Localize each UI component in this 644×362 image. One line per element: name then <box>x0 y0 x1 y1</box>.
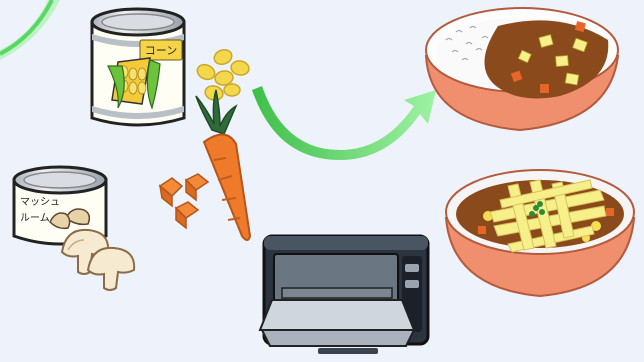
canned-corn-icon: コーン <box>90 7 186 127</box>
corn-kernels-icon <box>196 48 250 101</box>
carrot-icon <box>195 89 252 241</box>
mushroom-can-label-line2: ルーム <box>20 212 50 224</box>
canned-mushroom-icon: マッシュ ルーム <box>12 165 108 246</box>
toaster-oven-icon <box>258 234 430 354</box>
diced-carrot-icon <box>158 173 210 230</box>
sliced-mushroom-icon <box>60 228 136 291</box>
curved-arrow-icon <box>252 86 436 160</box>
baked-curry-icon <box>444 169 636 298</box>
decorative-green-arc <box>0 0 60 60</box>
curry-rice-icon <box>424 7 620 132</box>
mushroom-can-label-line1: マッシュ <box>20 197 60 208</box>
corn-can-label: コーン <box>145 44 177 57</box>
